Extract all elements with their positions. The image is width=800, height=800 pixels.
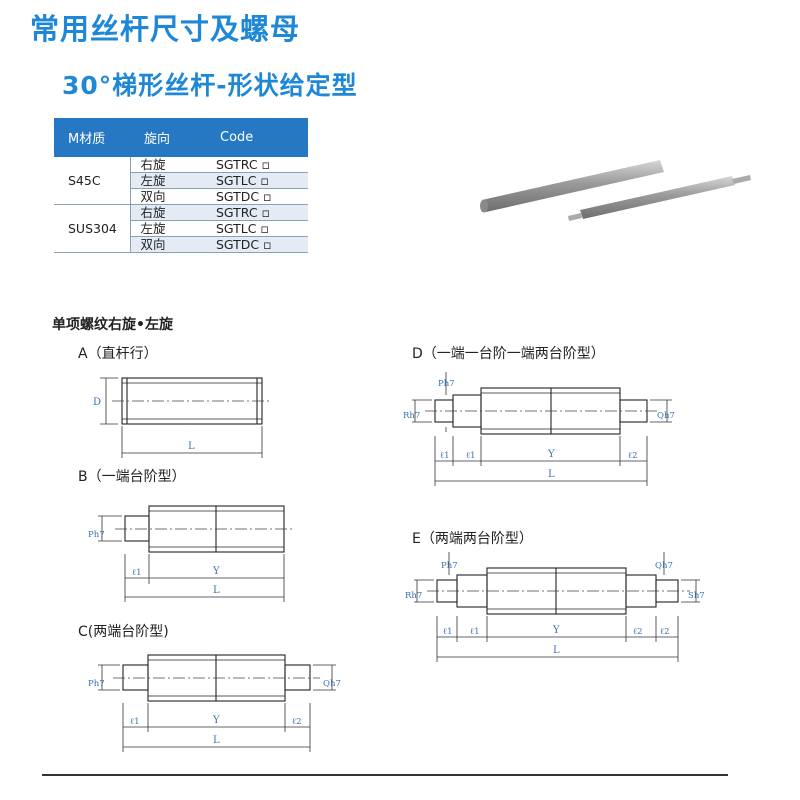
direction-cell: 左旋 <box>130 220 206 237</box>
diagram-a-label: A（直杆行） <box>78 346 158 362</box>
material-cell: S45C <box>54 157 131 205</box>
dim-r: Rh7 <box>403 411 420 421</box>
direction-cell: 双向 <box>130 236 206 253</box>
diagram-c: Ph7 Qh7 ℓ1 Y ℓ2 L <box>88 654 341 752</box>
dim-l2: ℓ2 <box>292 717 301 727</box>
table-row: 左旋 SGTLC ▫ <box>54 220 308 237</box>
dim-p: Ph7 <box>88 679 105 689</box>
table-row: SUS304 右旋 SGTRC ▫ <box>54 204 308 253</box>
lead-screw-1 <box>480 160 664 213</box>
code-cell: SGTDC ▫ <box>206 188 308 205</box>
header-code: Code <box>206 118 308 157</box>
footer-divider <box>42 774 728 776</box>
dim-y: Y <box>552 625 560 636</box>
diagram-c-label: C(两端台阶型) <box>78 624 169 640</box>
dim-l1: ℓ1 <box>466 451 475 461</box>
dim-l: L <box>213 585 220 596</box>
dim-d: D <box>93 397 101 408</box>
header-direction: 旋向 <box>130 118 206 157</box>
direction-cell: 双向 <box>130 188 206 205</box>
code-cell: SGTRC ▫ <box>206 204 308 221</box>
table-row: 左旋 SGTLC ▫ <box>54 172 308 189</box>
dim-q: Qh7 <box>655 561 673 571</box>
dim-l1: ℓ1 <box>132 568 141 578</box>
table-row: 双向 SGTDC ▫ <box>54 236 308 253</box>
direction-cell: 左旋 <box>130 172 206 189</box>
lead-screw-2 <box>568 175 751 221</box>
section-label: 单项螺纹右旋•左旋 <box>52 317 173 333</box>
dim-p: Ph7 <box>441 561 458 571</box>
material-cell: SUS304 <box>54 204 131 253</box>
diagram-d: Ph7 Rh7 Qh7 ℓ1 ℓ1 Y ℓ2 L <box>403 372 675 486</box>
code-cell: SGTDC ▫ <box>206 236 308 253</box>
dim-p: Ph7 <box>88 530 105 540</box>
dim-l2: ℓ2 <box>660 627 669 637</box>
table-row: S45C 右旋 SGTRC ▫ <box>54 157 308 205</box>
table-row: 双向 SGTDC ▫ <box>54 188 308 205</box>
code-cell: SGTLC ▫ <box>206 220 308 237</box>
dim-l1: ℓ1 <box>440 451 449 461</box>
diagram-e-label: E（两端两台阶型） <box>412 531 533 547</box>
diagram-d-label: D（一端一台阶一端两台阶型） <box>412 346 605 362</box>
dim-q: Qh7 <box>323 679 341 689</box>
dim-y: Y <box>212 715 220 726</box>
code-cell: SGTRC ▫ <box>206 157 308 173</box>
dim-r: Rh7 <box>405 591 422 601</box>
dim-l: L <box>188 441 195 452</box>
page-title: 常用丝杆尺寸及螺母 <box>30 12 301 46</box>
dim-q: Qh7 <box>657 411 675 421</box>
code-cell: SGTLC ▫ <box>206 172 308 189</box>
dim-y: Y <box>212 566 220 577</box>
diagram-e: Ph7 Rh7 Qh7 Sh7 ℓ1 ℓ1 Y ℓ2 ℓ2 L <box>405 552 705 662</box>
dim-l2: ℓ2 <box>633 627 642 637</box>
dim-y: Y <box>547 449 555 460</box>
material-table: M材质 旋向 Code S45C 右旋 SGTRC ▫ 左旋 SGTLC ▫ 双… <box>54 118 308 253</box>
dim-l1: ℓ1 <box>130 717 139 727</box>
header-material: M材质 <box>54 118 130 157</box>
dim-l: L <box>553 645 560 656</box>
material-table-header: M材质 旋向 Code <box>54 118 308 157</box>
direction-cell: 右旋 <box>130 204 206 221</box>
dim-p: Ph7 <box>438 379 455 389</box>
dim-l2: ℓ2 <box>628 451 637 461</box>
lead-screw-photo <box>480 160 751 221</box>
dim-l1: ℓ1 <box>470 627 479 637</box>
dim-l: L <box>213 735 220 746</box>
direction-cell: 右旋 <box>130 157 206 173</box>
diagram-b: Ph7 ℓ1 Y L <box>88 505 294 602</box>
dim-l1: ℓ1 <box>443 627 452 637</box>
diagram-a: D L <box>93 377 272 458</box>
page-subtitle: 30°梯形丝杆-形状给定型 <box>62 71 358 100</box>
dim-l: L <box>548 469 555 480</box>
dim-s: Sh7 <box>688 591 705 601</box>
diagram-b-label: B（一端台阶型） <box>78 469 186 485</box>
